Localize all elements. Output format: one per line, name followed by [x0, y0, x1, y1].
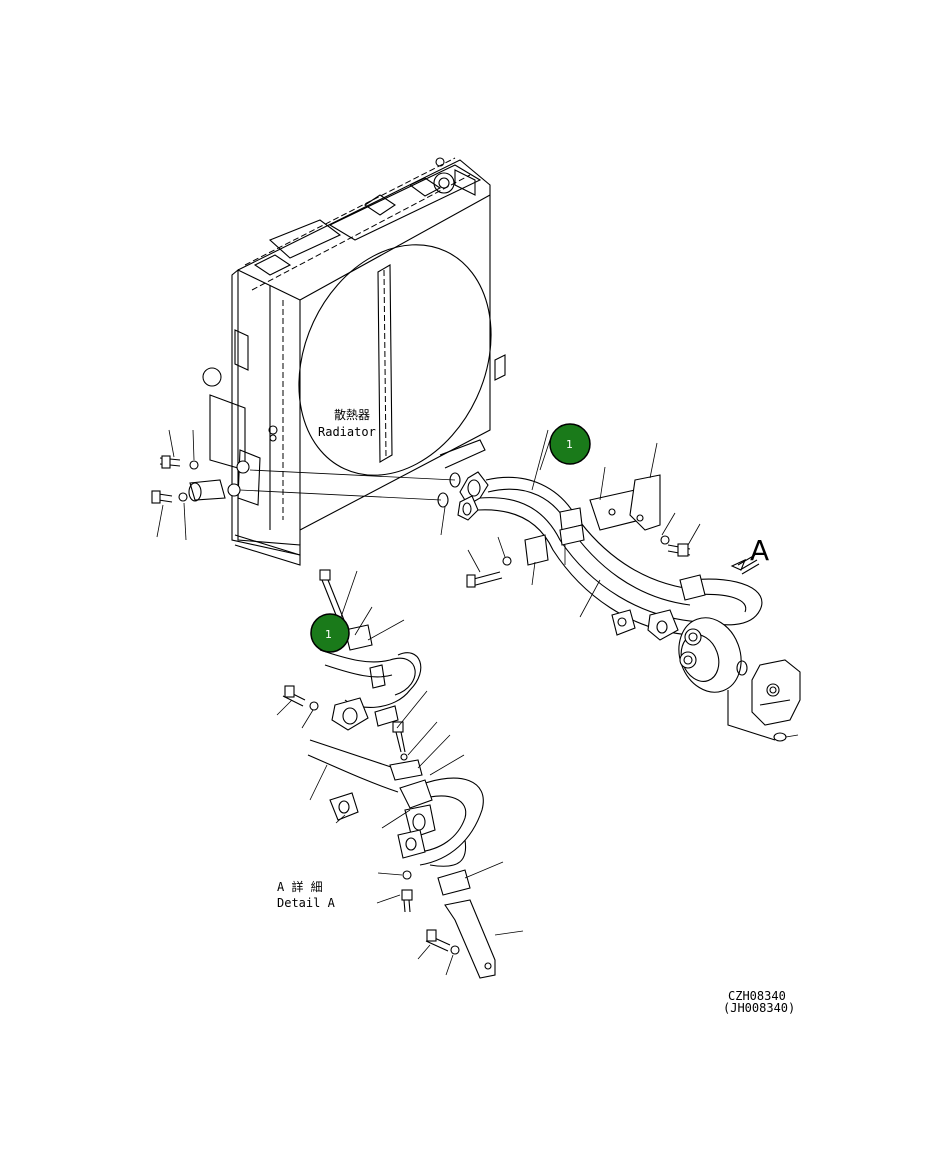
view-a-letter: A [750, 534, 769, 567]
detail-label-jp: A 詳 細 [277, 879, 323, 894]
callout-1-lower-circle[interactable] [310, 613, 350, 653]
callout-1-upper[interactable]: 1 [549, 423, 591, 465]
callout-1-upper-number: 1 [566, 438, 573, 451]
radiator-label-en: Radiator [318, 425, 376, 439]
callout-1-lower-number: 1 [325, 628, 332, 641]
radiator-label-jp: 散熱器 [334, 407, 370, 422]
drawing-number: CZH08340 [728, 989, 786, 1003]
left-bolts [151, 429, 199, 541]
radiator-assembly [188, 157, 506, 566]
drawing-number-alt: (JH008340) [723, 1001, 795, 1015]
detail-a-assembly [276, 569, 524, 979]
main-hose-assembly [457, 429, 801, 742]
detail-label-en: Detail A [277, 896, 336, 910]
callout-1-lower[interactable]: 1 [310, 613, 350, 653]
view-a-arrow [730, 554, 760, 575]
callout-1-upper-circle[interactable] [549, 423, 591, 465]
